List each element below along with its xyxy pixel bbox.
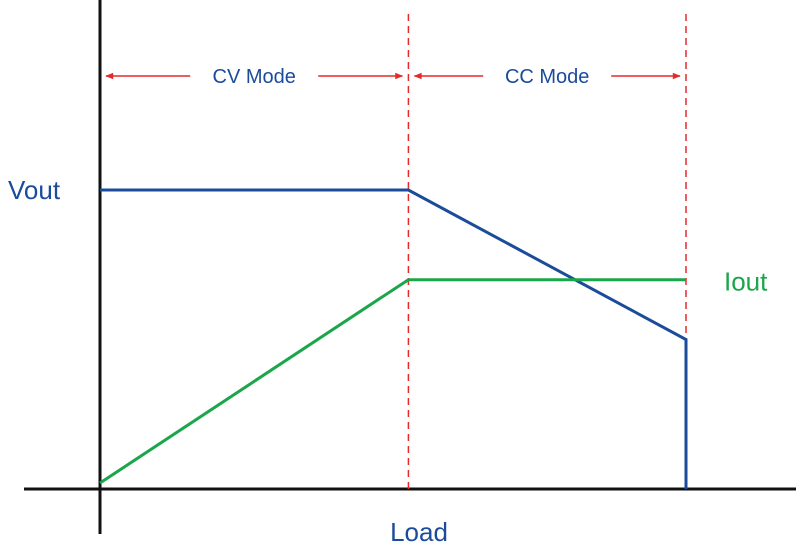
region-2: CC Mode — [413, 66, 681, 88]
x-axis-label: Load — [390, 517, 448, 547]
series-line-vout — [100, 188, 688, 489]
series-label-vout: Vout — [8, 175, 61, 205]
series-label-iout: Iout — [724, 267, 768, 297]
region-label-2: CC Mode — [505, 66, 589, 88]
series-lines — [99, 188, 688, 489]
series-line-iout — [99, 278, 686, 485]
mode-regions: CV Mode CC Mode — [105, 66, 681, 88]
region-label-1: CV Mode — [213, 66, 296, 88]
axes — [24, 0, 796, 534]
region-1: CV Mode — [105, 66, 404, 88]
